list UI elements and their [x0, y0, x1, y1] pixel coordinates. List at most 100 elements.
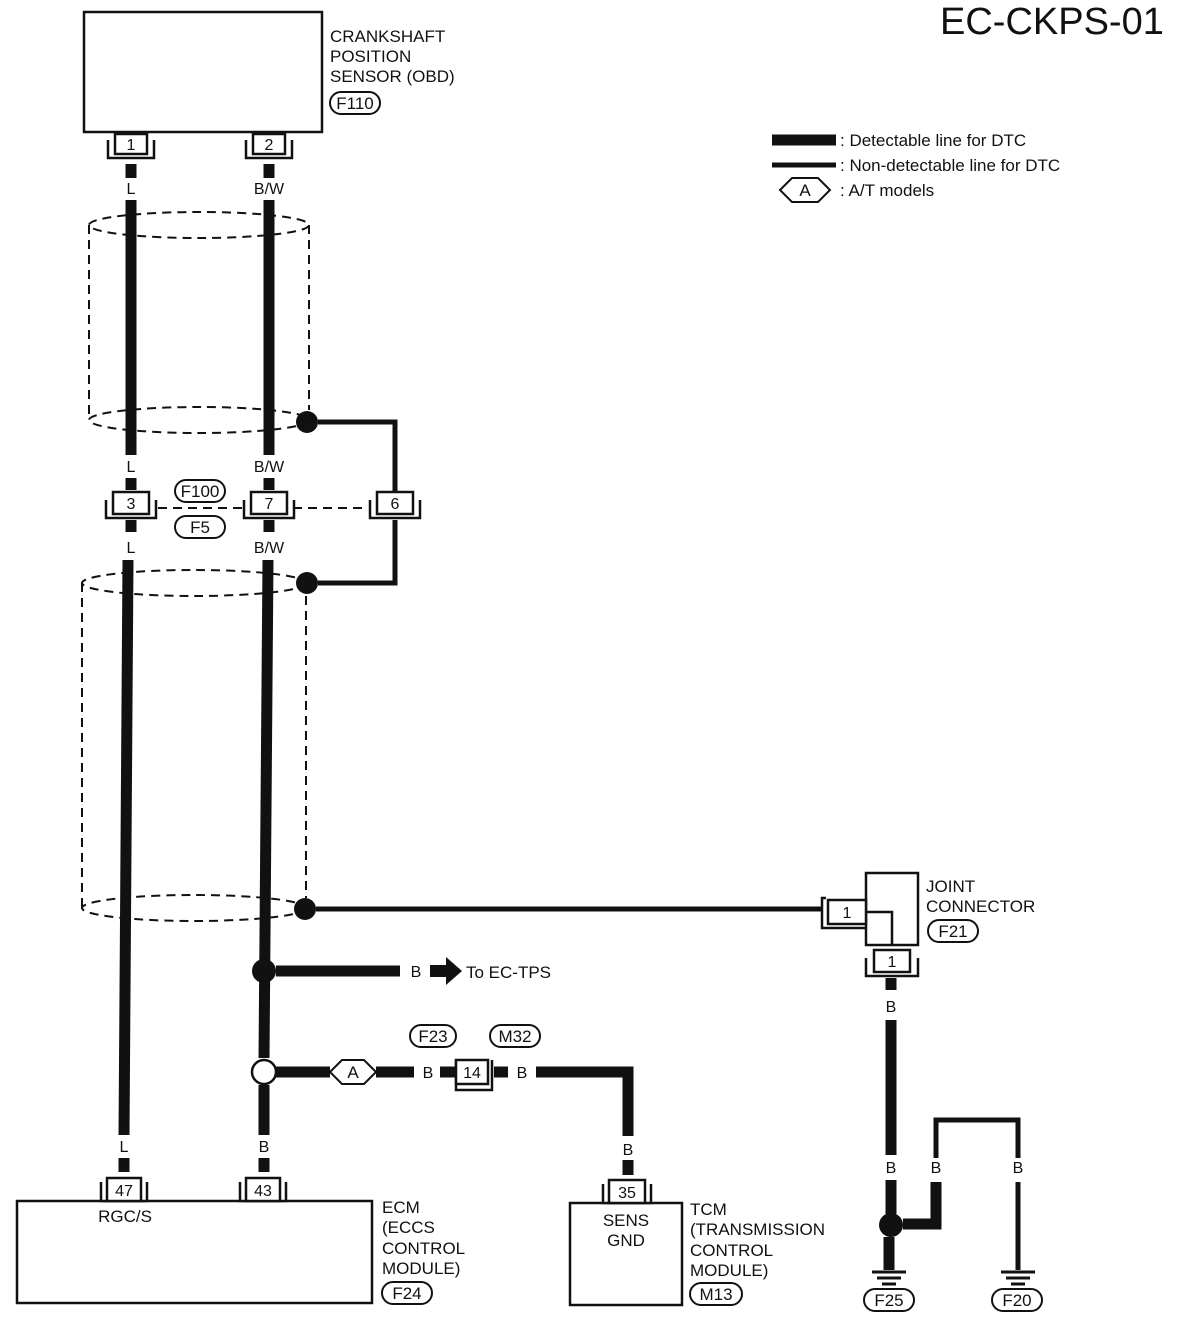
sensor-box	[82, 10, 324, 134]
joint-name-1: JOINT	[926, 877, 975, 896]
wire-bw-label-1: B/W	[254, 181, 285, 198]
tcm-terminal-1: SENS	[603, 1211, 649, 1230]
joint-connector-id: F21	[938, 922, 967, 941]
tcm-name-4: MODULE)	[690, 1261, 768, 1280]
tps-branch: B To EC-TPS	[252, 957, 551, 985]
harness-pin6-label: 6	[391, 496, 400, 513]
ground-wire-label-3: B	[931, 1160, 942, 1177]
tcm-box	[568, 1201, 684, 1307]
lower-drain-wire	[318, 520, 398, 586]
tcm-terminal-2: GND	[607, 1231, 645, 1250]
legend-option-shape	[778, 177, 832, 203]
ground-right-id: F20	[1002, 1291, 1031, 1310]
ground-wire-label-1: B	[886, 999, 897, 1016]
sensor-name-2: POSITION	[330, 47, 411, 66]
ground-left-pill	[863, 1288, 915, 1312]
joint-connector-pill	[927, 919, 979, 943]
at-option-code: A	[347, 1063, 359, 1082]
wire-l-label-1: L	[127, 181, 136, 198]
upper-shield-bottom	[88, 406, 310, 434]
sensor-pin2-box	[251, 132, 287, 156]
inline-pin-label: 14	[463, 1065, 481, 1082]
sensor-connector-pill	[329, 91, 381, 115]
at-wire-label-1: B	[423, 1065, 434, 1082]
wire-bw: B/W B/W B/W B	[254, 164, 285, 1172]
wire-l-label-3: L	[127, 540, 136, 557]
sensor-name-1: CRANKSHAFT	[330, 27, 445, 46]
harness-connector-bottom-pill	[174, 515, 226, 539]
at-wire-label-3: B	[623, 1142, 634, 1159]
joint-name-2: CONNECTOR	[926, 897, 1035, 916]
ground-branch-left	[903, 1182, 942, 1230]
harness-connector-top: F100	[181, 482, 220, 501]
ecm: 47 43 RGC/S ECM (ECCS CONTROL MODULE) F2…	[15, 1176, 465, 1305]
at-wire-label-2: B	[517, 1065, 528, 1082]
lower-shield-bottom	[81, 894, 307, 922]
ecm-name-3: CONTROL	[382, 1239, 465, 1258]
sensor-pin1-label: 1	[127, 137, 136, 154]
ground-wire-label-4: B	[1013, 1160, 1024, 1177]
wire-bw-seg-2	[258, 559, 274, 1059]
inline-connector-left-pill	[409, 1024, 457, 1048]
harness-connector-top-pill	[174, 479, 226, 503]
ground-splice	[879, 1213, 903, 1237]
ground-wire: B B B B F25 F20	[863, 978, 1043, 1312]
harness-pin3-label: 3	[127, 496, 136, 513]
wire-bw-label-4: B	[259, 1139, 270, 1156]
upper-shield-splice	[296, 411, 318, 433]
harness-connector: 3 7 6 F100 F5	[104, 479, 422, 539]
ecm-pin43-box	[244, 1176, 282, 1203]
tcm-name-3: CONTROL	[690, 1241, 773, 1260]
ecm-box	[15, 1199, 374, 1305]
wire-l-label-2: L	[127, 459, 136, 476]
harness-pin3-box	[111, 490, 151, 516]
tps-splice	[252, 959, 276, 983]
sensor-pin2-label: 2	[265, 137, 274, 154]
at-branch: A B 14 F23 M32 B B	[250, 1024, 634, 1175]
harness-connector-bottom: F5	[190, 518, 210, 537]
inline-connector-right: M32	[498, 1027, 531, 1046]
tcm: 35 SENS GND TCM (TRANSMISSION CONTROL MO…	[568, 1178, 825, 1307]
wire-l-seg-2	[118, 559, 134, 1136]
joint-pin-bottom-label: 1	[888, 954, 897, 971]
inline-connector-left: F23	[418, 1027, 447, 1046]
inline-pin-box	[454, 1058, 490, 1086]
ecm-pin47-label: 47	[115, 1183, 133, 1200]
ecm-name-2: (ECCS	[382, 1218, 435, 1237]
upper-shield	[88, 211, 310, 434]
at-splice-open	[250, 1058, 278, 1086]
ground-right-pill	[991, 1288, 1043, 1312]
sensor-name-3: SENSOR (OBD)	[330, 67, 455, 86]
joint-internal-line	[866, 910, 894, 945]
joint-pin-bottom-box	[872, 948, 912, 974]
crankshaft-sensor: CRANKSHAFT POSITION SENSOR (OBD) F110 1 …	[82, 10, 455, 160]
wire-l: L L L L	[118, 164, 137, 1172]
ecm-pin43-label: 43	[254, 1183, 272, 1200]
joint-connector: 1 1 JOINT CONNECTOR F21	[820, 871, 1035, 978]
wire-bw-label-2: B/W	[254, 459, 285, 476]
joint-pin-side-box	[826, 898, 868, 926]
tcm-connector-pill	[689, 1282, 743, 1306]
lower-shield-splice-bottom	[294, 898, 316, 920]
diagram-title: EC-CKPS-01	[940, 1, 1164, 43]
harness-pin7-label: 7	[265, 496, 274, 513]
tps-destination: To EC-TPS	[466, 963, 551, 982]
ground-branch-top	[933, 1117, 1021, 1158]
at-wire-5	[536, 1066, 634, 1136]
wire-l-label-4: L	[120, 1139, 129, 1156]
ecm-connector-pill	[381, 1281, 433, 1305]
legend-non-detectable: : Non-detectable line for DTC	[840, 156, 1060, 175]
ground-wire-label-2: B	[886, 1160, 897, 1177]
legend: : Detectable line for DTC : Non-detectab…	[772, 131, 1060, 203]
tcm-pin-box	[607, 1178, 647, 1205]
legend-option-code: A	[799, 181, 811, 200]
joint-pin-side-label: 1	[843, 905, 852, 922]
sensor-pin1-box	[113, 132, 149, 156]
ecm-terminal-label: RGC/S	[98, 1207, 152, 1226]
tcm-connector-id: M13	[699, 1285, 732, 1304]
ecm-connector-id: F24	[392, 1284, 421, 1303]
shield-drain	[294, 411, 828, 920]
harness-pin7-box	[249, 490, 289, 516]
